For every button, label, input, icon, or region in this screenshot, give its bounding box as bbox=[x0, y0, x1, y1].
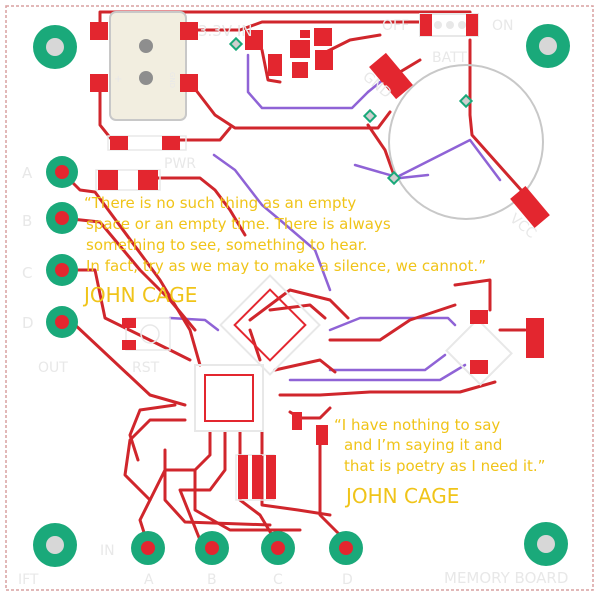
quote-2: “I have nothing to say and I’m saying it… bbox=[334, 416, 545, 508]
left-pin-label-c: C bbox=[22, 264, 32, 282]
power-switch bbox=[419, 13, 479, 37]
pwr-led bbox=[95, 135, 187, 191]
bottom-pin-label-b: B bbox=[207, 572, 217, 588]
left-pin-label-a: A bbox=[22, 164, 33, 182]
top-layer-traces bbox=[60, 10, 532, 550]
quote-1-line: “There is no such thing as an empty bbox=[84, 194, 356, 212]
left-pin-label-d: D bbox=[22, 314, 34, 332]
bottom-pin-label-c: C bbox=[273, 572, 283, 588]
bottom-pin-label-d: D bbox=[342, 572, 353, 588]
quote-1-line: something to see, something to hear. bbox=[86, 236, 367, 254]
regulator-cluster bbox=[245, 28, 333, 78]
quote-1-line: In fact, try as we may to make a silence… bbox=[86, 257, 486, 275]
rst-label: RST bbox=[132, 360, 160, 376]
mounting-hole-top-left bbox=[33, 25, 77, 69]
mounting-hole-bottom-right bbox=[524, 522, 568, 566]
mounting-hole-bottom-left bbox=[33, 523, 77, 567]
quote-1: “There is no such thing as an empty spac… bbox=[82, 194, 486, 307]
power-in-label: 3.3V IN bbox=[198, 22, 253, 40]
connector-plus-label: + bbox=[114, 74, 122, 85]
quote-2-line: that is poetry as I need it.” bbox=[344, 457, 545, 475]
left-edge-label: IFT bbox=[18, 572, 39, 588]
on-label: ON bbox=[492, 18, 514, 34]
quote-1-author: JOHN CAGE bbox=[82, 283, 197, 307]
left-connector-pads bbox=[46, 156, 78, 338]
in-label: IN bbox=[100, 543, 115, 559]
quote-1-line: space or an empty time. There is always bbox=[86, 215, 391, 233]
pwr-label: PWR bbox=[164, 156, 196, 172]
left-pin-label-b: B bbox=[22, 212, 32, 230]
resistor-array bbox=[235, 412, 328, 501]
power-input-connector bbox=[90, 11, 198, 121]
microcontroller bbox=[194, 364, 264, 432]
mounting-hole-top-right bbox=[526, 24, 570, 68]
rotated-ic bbox=[219, 274, 321, 376]
bottom-pin-label-a: A bbox=[144, 572, 154, 588]
off-label: OFF bbox=[382, 18, 409, 34]
batt-label: BATT bbox=[432, 50, 467, 66]
bottom-connector-pads bbox=[131, 531, 363, 565]
bottom-layer-traces bbox=[168, 53, 502, 382]
quote-2-line: and I’m saying it and bbox=[344, 436, 502, 454]
battery-vcc-pad bbox=[510, 186, 550, 228]
quote-2-line: “I have nothing to say bbox=[334, 416, 500, 434]
right-ic bbox=[445, 310, 544, 386]
battery-holder-outline bbox=[388, 64, 544, 220]
connector-gnd-label: GND bbox=[168, 72, 176, 88]
battery-gnd-pad bbox=[369, 52, 413, 100]
board-title: MEMORY BOARD bbox=[444, 569, 568, 587]
quote-2-author: JOHN CAGE bbox=[344, 484, 459, 508]
board-outline bbox=[5, 5, 594, 591]
reset-button-footprint bbox=[122, 317, 171, 351]
out-label: OUT bbox=[38, 360, 68, 376]
vias bbox=[228, 36, 474, 186]
